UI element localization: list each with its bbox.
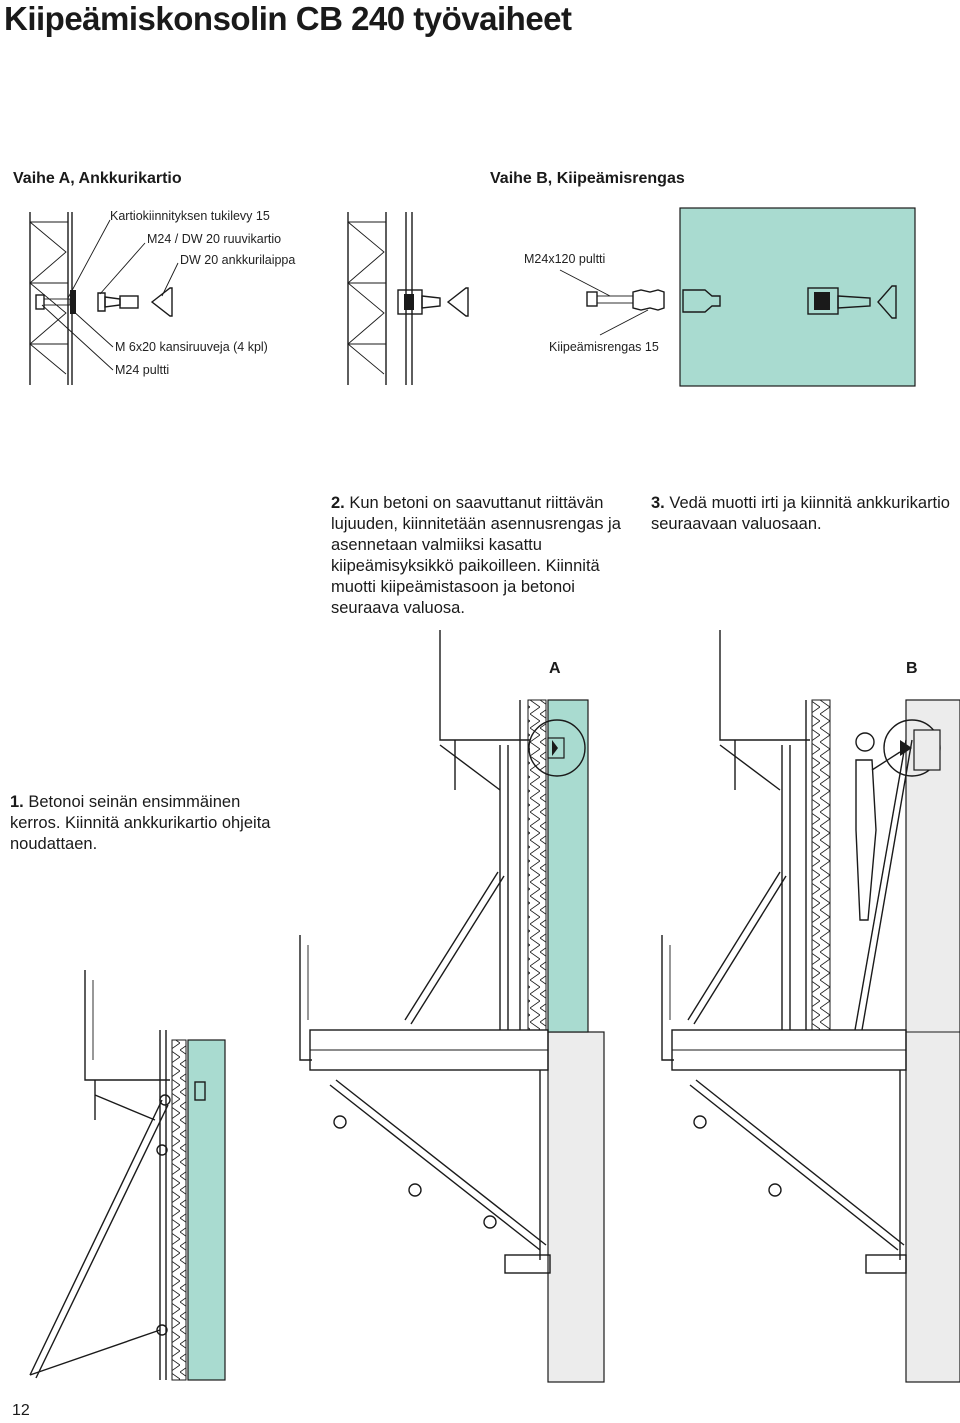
phase-b-heading: Vaihe B, Kiipeämisrengas [490,170,685,187]
detail-phase-b-bolt [559,269,665,336]
marker-a: A [549,660,561,677]
step-2-number: 2. [331,494,345,512]
page-number: 12 [12,1402,30,1419]
label-kansiruuveja: M 6x20 kansiruuveja (4 kpl) [115,340,268,354]
label-m24x120-pultti: M24x120 pultti [524,252,606,266]
step-3: 3. Vedä muotti irti ja kiinnitä ankkurik… [651,493,957,535]
step-3-drawing [661,630,960,1383]
detail-phase-a [29,212,179,385]
step-1-number: 1. [10,793,24,811]
page-title: Kiipeämiskonsolin CB 240 työvaiheet [4,0,572,37]
step-3-number: 3. [651,494,665,512]
phase-a-heading: Vaihe A, Ankkurikartio [13,170,182,187]
label-m24-pultti: M24 pultti [115,363,170,377]
truss-a [29,212,73,385]
detail-phase-b-wall [679,207,916,387]
anchor-cone-parts [35,287,173,317]
marker-b: B [906,660,918,677]
label-ruuvikartio: M24 / DW 20 ruuvikartio [147,232,282,246]
step-1-drawing [29,970,226,1381]
step-1: 1. Betonoi seinän ensimmäinen kerros. Ki… [10,792,278,855]
detail-phase-b-truss [347,212,469,385]
step-1-text: Betonoi seinän ensimmäinen kerros. Kiinn… [10,793,271,853]
label-kiipeamisrengas: Kiipeämisrengas 15 [549,340,659,354]
step-2-text: Kun betoni on saavuttanut riittävän luju… [331,494,621,617]
step-2: 2. Kun betoni on saavuttanut riittävän l… [331,493,647,619]
step-2-drawing [299,630,605,1383]
step-3-text: Vedä muotti irti ja kiinnitä ankkurikart… [651,494,950,533]
label-ankkurilaippa: DW 20 ankkurilaippa [180,253,296,267]
label-tukilevy: Kartiokiinnityksen tukilevy 15 [110,209,270,223]
